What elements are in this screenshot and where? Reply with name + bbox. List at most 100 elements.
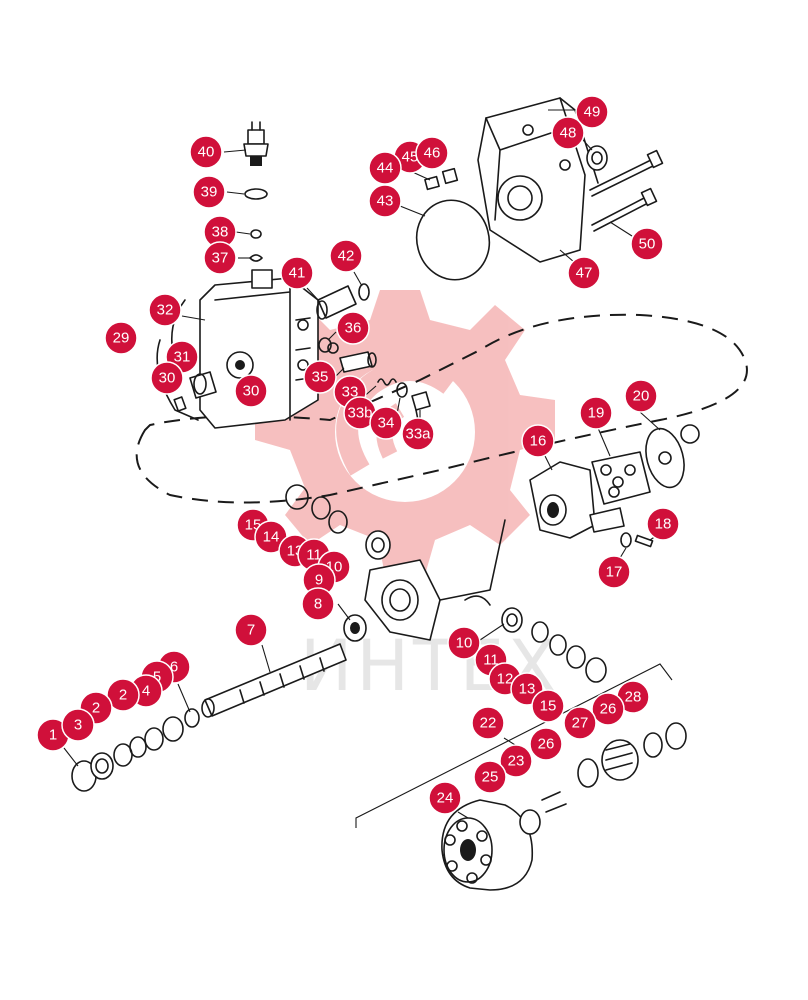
callout-number: 12 xyxy=(497,671,514,688)
part-15-snapring-right xyxy=(585,657,607,683)
callout-badge xyxy=(551,116,585,150)
callout-badge xyxy=(336,311,370,345)
part-48-bushing xyxy=(586,145,608,171)
callout-number: 32 xyxy=(157,302,174,319)
callout-c7: 7 xyxy=(234,613,268,647)
callout-c40: 40 xyxy=(189,135,223,169)
callout-badge xyxy=(624,379,658,413)
callout-number: 37 xyxy=(212,250,229,267)
callout-c30b: 30 xyxy=(234,374,268,408)
part-44-46-fittings xyxy=(424,167,459,191)
part-16-housing xyxy=(529,461,596,539)
callout-c46: 46 xyxy=(415,136,449,170)
part-6-ring xyxy=(184,708,200,728)
callout-badge xyxy=(369,406,403,440)
dashed-boundary-loop xyxy=(135,313,748,504)
callout-number: 34 xyxy=(378,415,395,432)
part-31-plunger xyxy=(173,371,217,412)
callout-c22: 22 xyxy=(471,706,505,740)
callout-number: 13 xyxy=(519,681,536,698)
callout-badge xyxy=(329,239,363,273)
callout-badge xyxy=(591,692,625,726)
callout-number: 35 xyxy=(312,369,329,386)
part-26-ring-b xyxy=(643,732,663,758)
callout-number: 42 xyxy=(338,248,355,265)
callout-c33: 33 xyxy=(333,375,367,409)
callout-badge xyxy=(646,507,680,541)
part-24-cylinder-block xyxy=(441,799,534,891)
part-3-seal xyxy=(90,752,114,780)
callout-number: 19 xyxy=(588,405,605,422)
callout-number: 11 xyxy=(306,547,322,564)
callout-c50: 50 xyxy=(630,227,664,261)
part-8-bearing xyxy=(343,614,367,642)
callout-number: 33a xyxy=(405,426,431,443)
part-14-ring xyxy=(311,496,331,520)
part-12-ring xyxy=(549,634,567,656)
part-33-spring xyxy=(377,378,397,386)
callout-number: 4 xyxy=(142,683,150,700)
callout-c48: 48 xyxy=(551,116,585,150)
callout-badge xyxy=(150,361,184,395)
callout-badge xyxy=(368,151,402,185)
callout-c44: 44 xyxy=(368,151,402,185)
callout-c15b: 15 xyxy=(531,689,565,723)
callout-badge xyxy=(280,256,314,290)
part-11-bearing xyxy=(365,530,391,560)
callout-number: 2 xyxy=(92,700,100,717)
callout-number: 2 xyxy=(119,687,127,704)
callout-number: 41 xyxy=(289,265,306,282)
callout-c26b: 26 xyxy=(529,727,563,761)
callout-number: 28 xyxy=(625,689,642,706)
part-41-sleeve xyxy=(316,285,357,320)
callout-badge xyxy=(189,135,223,169)
callout-c10b: 10 xyxy=(447,626,481,660)
callout-badge xyxy=(529,727,563,761)
callout-badge xyxy=(447,626,481,660)
part-25-bushing xyxy=(519,809,541,835)
callout-c2b: 2 xyxy=(106,678,140,712)
callout-c19: 19 xyxy=(579,396,613,430)
callout-c29: 29 xyxy=(104,321,138,355)
part-13-ring xyxy=(328,510,348,534)
callout-number: 27 xyxy=(572,715,589,732)
callout-badge xyxy=(630,227,664,261)
callout-badge xyxy=(531,689,565,723)
part-17-oring xyxy=(620,532,632,548)
callout-c47: 47 xyxy=(567,256,601,290)
part-11-sleeve xyxy=(531,621,549,643)
callout-badge xyxy=(575,95,609,129)
callout-number: 26 xyxy=(600,701,617,718)
callout-c8: 8 xyxy=(301,587,335,621)
callout-badge xyxy=(471,706,505,740)
callout-number: 1 xyxy=(49,727,57,744)
callout-badge xyxy=(234,613,268,647)
callout-number: 33b xyxy=(347,405,372,422)
part-35-spool xyxy=(339,351,377,373)
callout-number: 31 xyxy=(174,349,191,366)
part-43-gasket xyxy=(415,199,491,281)
callout-number: 45 xyxy=(402,149,419,166)
callout-c16: 16 xyxy=(521,424,555,458)
part-7-drive-shaft xyxy=(201,643,347,718)
callout-number: 39 xyxy=(201,184,218,201)
part-40-sensor xyxy=(243,121,269,166)
callout-c35: 35 xyxy=(303,360,337,394)
callout-number: 40 xyxy=(198,144,215,161)
part-33a-plug xyxy=(411,391,431,421)
callout-number: 48 xyxy=(560,125,577,142)
part-38-washer xyxy=(250,229,262,239)
part-18-key xyxy=(634,534,654,548)
part-23-pins xyxy=(541,791,567,813)
callout-number: 49 xyxy=(584,104,601,121)
callout-badge xyxy=(428,781,462,815)
callout-c33a: 33a xyxy=(401,417,435,451)
callout-badge xyxy=(368,184,402,218)
callout-c17: 17 xyxy=(597,555,631,589)
callout-number: 11 xyxy=(483,652,499,669)
callout-c25: 25 xyxy=(473,760,507,794)
part-20-plate xyxy=(645,424,700,489)
callout-number: 23 xyxy=(508,753,525,770)
part-50-bolt xyxy=(591,195,651,232)
